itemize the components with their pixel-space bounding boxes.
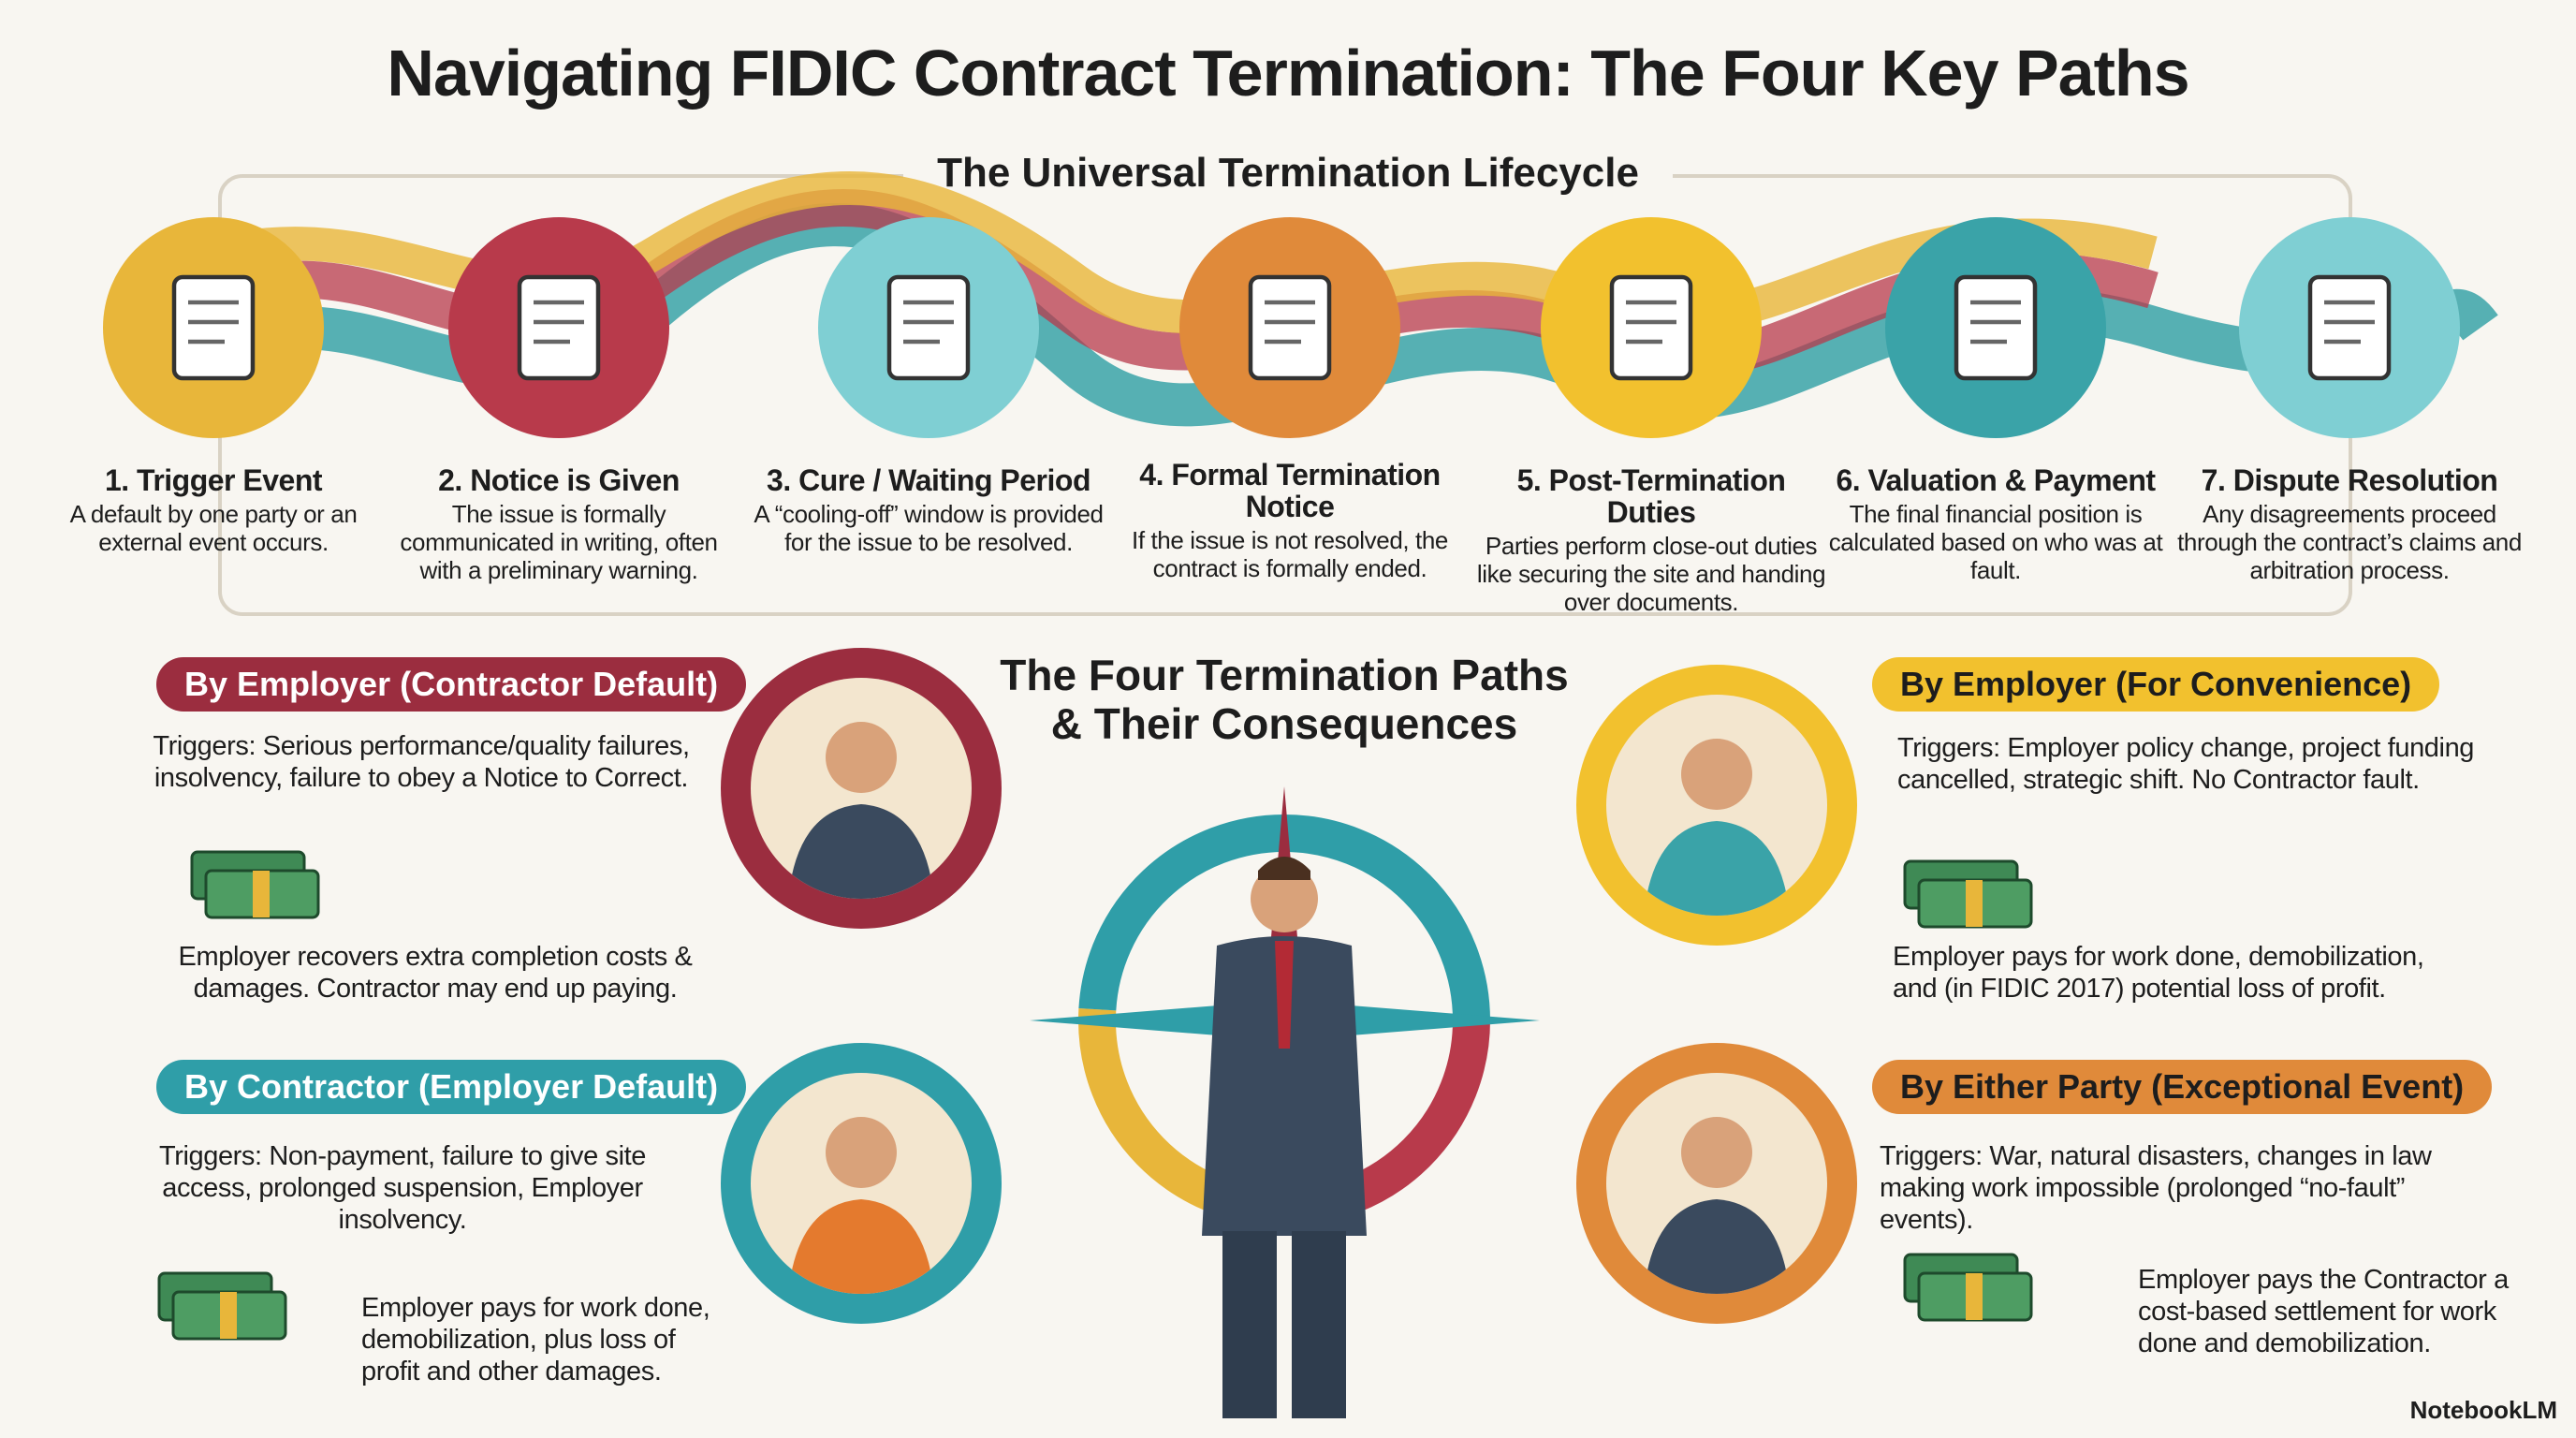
- step-description: The final financial position is calculat…: [1828, 500, 2163, 584]
- compass-figure-illustration: [1030, 786, 1540, 1418]
- path-2-consequence: Employer pays for work done, demobilizat…: [361, 1293, 710, 1387]
- warning-document-icon: [517, 274, 601, 381]
- calculator-scales-icon: [1954, 274, 2038, 381]
- step-5-icon-circle: [1541, 217, 1762, 438]
- person-icon: [788, 1117, 934, 1294]
- step-7-icon-circle: [2239, 217, 2460, 438]
- step-title: 1. Trigger Event: [104, 463, 323, 497]
- path-2-triggers: Triggers: Non-payment, failure to give s…: [158, 1141, 647, 1235]
- step-description: A “cooling-off” window is provided for t…: [754, 500, 1104, 556]
- path-3-triggers: Triggers: Employer policy change, projec…: [1897, 733, 2475, 795]
- step-description: Parties perform close-out duties like se…: [1476, 532, 1826, 616]
- courthouse-gavel-icon: [2307, 274, 2392, 381]
- cash-stack-icon: [154, 1245, 295, 1348]
- step-title: 3. Cure / Waiting Period: [767, 463, 1090, 497]
- step-2-icon-circle: [448, 217, 669, 438]
- four-paths-title-line1: The Four Termination Paths: [1000, 651, 1569, 699]
- hourglass-icon: [886, 274, 971, 381]
- step-3-icon-circle: [818, 217, 1039, 438]
- four-paths-title-line2: & Their Consequences: [1050, 699, 1518, 748]
- person-icon: [788, 722, 934, 899]
- lifecycle-title-text: The Universal Termination Lifecycle: [903, 150, 1673, 196]
- step-description: If the issue is not resolved, the contra…: [1132, 526, 1448, 582]
- path-4-triggers: Triggers: War, natural disasters, change…: [1880, 1141, 2432, 1235]
- path-1-label: By Employer (Contractor Default): [156, 657, 747, 712]
- stamped-document-icon: [1248, 274, 1332, 381]
- person-icon: [1644, 739, 1790, 916]
- step-description: A default by one party or an external ev…: [69, 500, 358, 556]
- path-3-portrait: [1576, 665, 1857, 946]
- broken-chain-icon: [171, 274, 256, 381]
- handshake-handover-icon: [1609, 274, 1693, 381]
- step-description: Any disagreements proceed through the co…: [2177, 500, 2522, 584]
- path-1-triggers: Triggers: Serious performance/quality fa…: [153, 731, 690, 793]
- step-title: 5. Post-Termination Duties: [1516, 463, 1786, 529]
- cash-stack-icon: [1900, 833, 2041, 936]
- step-title: 4. Formal Termination Notice: [1139, 458, 1441, 523]
- step-1-icon-circle: [103, 217, 324, 438]
- path-3-label: By Employer (For Convenience): [1872, 657, 2440, 712]
- path-1-consequence: Employer recovers extra completion costs…: [178, 942, 693, 1004]
- cash-stack-icon: [187, 824, 328, 927]
- path-1-portrait: [721, 648, 1002, 929]
- step-4-icon-circle: [1179, 217, 1400, 438]
- step-title: 7. Dispute Resolution: [2201, 463, 2498, 497]
- lifecycle-title: The Universal Termination Lifecycle: [0, 150, 2576, 197]
- step-title: 2. Notice is Given: [438, 463, 680, 497]
- person-icon: [1644, 1117, 1790, 1294]
- path-4-portrait: [1576, 1043, 1857, 1324]
- path-4-label: By Either Party (Exceptional Event): [1872, 1060, 2493, 1114]
- page-title: Navigating FIDIC Contract Termination: T…: [387, 37, 2189, 110]
- step-title: 6. Valuation & Payment: [1836, 463, 2156, 497]
- path-3-consequence: Employer pays for work done, demobilizat…: [1893, 942, 2424, 1004]
- coin-scale-icon: [1900, 1226, 2041, 1329]
- notebooklm-watermark: NotebookLM: [2409, 1396, 2557, 1424]
- path-2-portrait: [721, 1043, 1002, 1324]
- step-6-icon-circle: [1885, 217, 2106, 438]
- step-description: The issue is formally communicated in wr…: [400, 500, 718, 584]
- figure-suit: [1202, 936, 1367, 1236]
- four-paths-title: The Four Termination Paths & Their Conse…: [992, 651, 1576, 748]
- path-4-consequence: Employer pays the Contractor a cost-base…: [2138, 1265, 2509, 1358]
- path-2-label: By Contractor (Employer Default): [156, 1060, 747, 1114]
- figure-head: [1251, 865, 1318, 932]
